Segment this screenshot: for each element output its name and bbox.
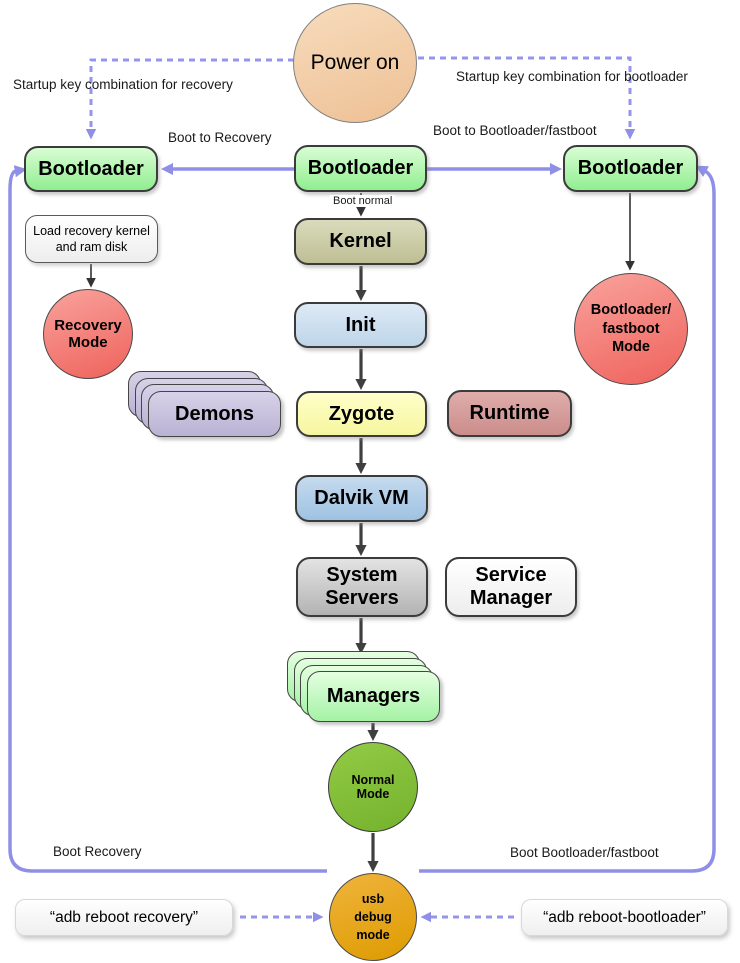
node-usb-debug-mode: usb debug mode bbox=[329, 873, 417, 961]
node-zygote: Zygote bbox=[296, 391, 427, 437]
node-fastboot-mode: Bootloader/ fastboot Mode bbox=[574, 273, 688, 385]
node-managers-stack: Managers bbox=[287, 651, 441, 723]
edge-usb-to-right-bootloader bbox=[419, 165, 716, 873]
fastboot-mode-label: Bootloader/ fastboot Mode bbox=[590, 301, 672, 356]
node-load-recovery: Load recovery kernel and ram disk bbox=[25, 215, 158, 263]
node-kernel: Kernel bbox=[294, 218, 427, 265]
adb-reboot-bootloader-label: “adb reboot-bootloader” bbox=[543, 908, 706, 926]
power-on-label: Power on bbox=[310, 50, 400, 74]
usb-debug-mode-label: usb debug mode bbox=[354, 891, 392, 943]
runtime-label: Runtime bbox=[469, 402, 550, 424]
node-bootloader-right: Bootloader bbox=[563, 145, 698, 192]
bootloader-center-label: Bootloader bbox=[307, 157, 414, 179]
node-recovery-mode: Recovery Mode bbox=[43, 289, 133, 379]
node-normal-mode: Normal Mode bbox=[328, 742, 418, 832]
edge-power-to-right-bootloader bbox=[418, 56, 636, 140]
label-startup-key-recovery: Startup key combination for recovery bbox=[13, 77, 233, 92]
load-recovery-label: Load recovery kernel and ram disk bbox=[33, 223, 150, 254]
recovery-mode-label: Recovery Mode bbox=[54, 316, 122, 351]
zygote-label: Zygote bbox=[328, 402, 395, 425]
label-boot-normal: Boot normal bbox=[330, 195, 396, 207]
edge-usb-to-left-bootloader bbox=[8, 165, 327, 873]
init-label: Init bbox=[345, 313, 376, 336]
label-boot-to-bootloader-fastboot: Boot to Bootloader/fastboot bbox=[433, 123, 597, 138]
managers-label: Managers bbox=[326, 685, 421, 707]
node-bootloader-center: Bootloader bbox=[294, 145, 427, 192]
kernel-label: Kernel bbox=[329, 230, 392, 252]
label-boot-recovery: Boot Recovery bbox=[53, 844, 142, 859]
managers-layer-front: Managers bbox=[307, 671, 440, 722]
label-boot-to-recovery: Boot to Recovery bbox=[168, 130, 272, 145]
node-system-servers: System Servers bbox=[296, 557, 428, 617]
demons-label: Demons bbox=[175, 402, 254, 425]
node-power-on: Power on bbox=[293, 3, 417, 123]
bootloader-right-label: Bootloader bbox=[577, 157, 684, 179]
node-service-manager: Service Manager bbox=[445, 557, 577, 617]
edge-power-to-left-bootloader bbox=[85, 58, 294, 140]
normal-mode-label: Normal Mode bbox=[351, 772, 395, 801]
dalvik-vm-label: Dalvik VM bbox=[314, 487, 409, 509]
node-bootloader-left: Bootloader bbox=[24, 146, 158, 192]
node-demons-stack: Demons bbox=[128, 371, 282, 438]
adb-reboot-recovery-label: “adb reboot recovery” bbox=[49, 908, 199, 926]
demons-layer-front: Demons bbox=[148, 391, 281, 437]
node-init: Init bbox=[294, 302, 427, 348]
node-adb-reboot-bootloader: “adb reboot-bootloader” bbox=[521, 899, 728, 936]
node-adb-reboot-recovery: “adb reboot recovery” bbox=[15, 899, 233, 936]
label-startup-key-bootloader: Startup key combination for bootloader bbox=[456, 69, 688, 84]
node-runtime: Runtime bbox=[447, 390, 572, 437]
label-boot-bootloader-fastboot: Boot Bootloader/fastboot bbox=[510, 845, 659, 860]
bootloader-left-label: Bootloader bbox=[38, 157, 144, 180]
service-manager-label: Service Manager bbox=[469, 564, 553, 609]
node-dalvik-vm: Dalvik VM bbox=[295, 475, 428, 522]
system-servers-label: System Servers bbox=[325, 564, 399, 609]
